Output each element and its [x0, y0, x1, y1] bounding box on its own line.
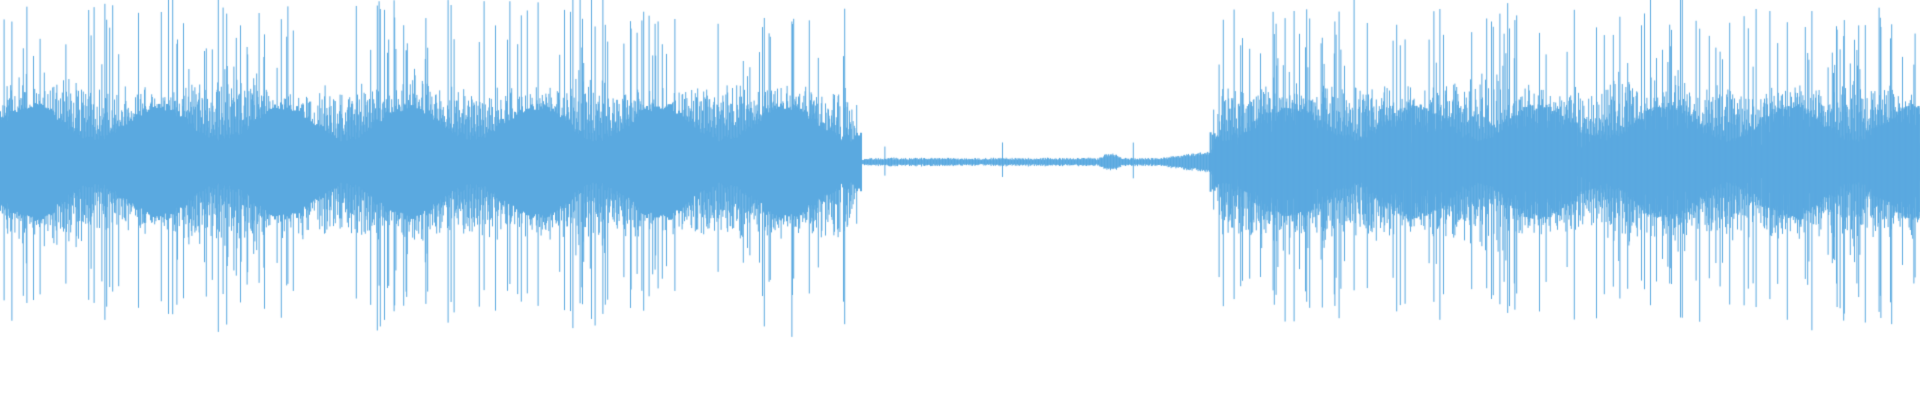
audio-waveform[interactable]: [0, 0, 1920, 400]
waveform-canvas[interactable]: [0, 0, 1920, 400]
